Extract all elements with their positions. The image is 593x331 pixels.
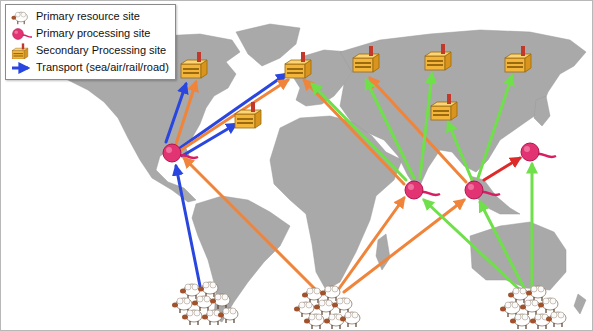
legend-label: Transport (sea/air/rail/road) <box>36 61 169 74</box>
map-legend: Primary resource sitePrimary processing … <box>5 4 176 80</box>
legend-sample <box>10 43 32 59</box>
legend-label: Primary resource site <box>36 10 140 23</box>
transport-arrows <box>166 74 532 292</box>
legend-entry: Primary processing site <box>10 25 169 42</box>
legend-entry: Secondary Processing site <box>10 42 169 59</box>
site-icons <box>163 44 566 329</box>
legend-sample <box>10 26 32 42</box>
legend-entry: Transport (sea/air/rail/road) <box>10 59 169 76</box>
legend-sample <box>10 9 32 25</box>
legend-sample <box>10 60 32 76</box>
continents <box>12 24 586 322</box>
legend-entry: Primary resource site <box>10 8 169 25</box>
legend-label: Primary processing site <box>36 27 150 40</box>
legend-label: Secondary Processing site <box>36 44 166 57</box>
